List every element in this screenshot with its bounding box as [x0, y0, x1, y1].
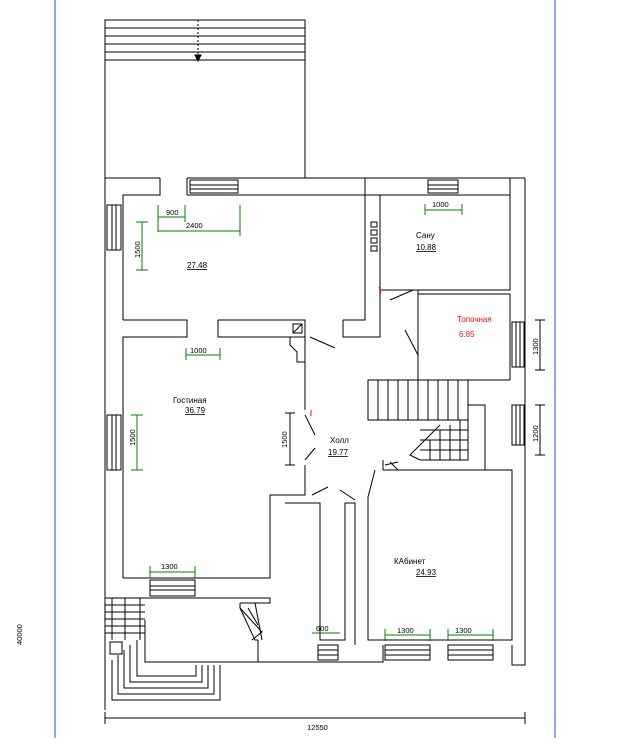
interior-walls [105, 178, 513, 663]
dim-1500-top: 1500 [133, 241, 142, 258]
hall-name: Холл [330, 436, 349, 445]
dim-total-width: 12550 [307, 723, 328, 732]
overall-dimensions [104, 712, 526, 724]
dim-1300-office-b: 1300 [455, 626, 472, 635]
dim-1200-stair: 1200 [531, 425, 540, 442]
interior-stairs [367, 379, 486, 471]
dim-total-height: 40000 [15, 624, 24, 645]
dim-2400: 2400 [186, 221, 203, 230]
red-door-mark [378, 286, 382, 294]
dim-900: 900 [166, 208, 179, 217]
ventilation-ducts [292, 221, 378, 334]
outer-dimensions [285, 319, 545, 466]
living-name: Гостиная [173, 396, 207, 405]
dim-1500-living: 1500 [128, 429, 137, 446]
dim-1300-office-a: 1300 [397, 626, 414, 635]
living-area: 36.79 [185, 406, 206, 415]
office-name: КАбинет [394, 557, 426, 566]
dim-1000-living: 1000 [190, 346, 207, 355]
bath-area: 10.88 [416, 243, 437, 252]
dim-1300-living-bottom: 1300 [161, 562, 178, 571]
exterior-walls [104, 177, 526, 666]
doors [239, 289, 419, 641]
entrance-terrace [104, 19, 306, 178]
boiler-name: Топочная [457, 315, 492, 324]
porch-steps [104, 598, 258, 710]
boiler-area: 6.85 [459, 330, 475, 339]
room-top-area: 27.48 [187, 261, 208, 270]
windows [106, 179, 525, 661]
office-area: 24.93 [416, 568, 437, 577]
dim-600: 600 [316, 624, 329, 633]
room-dimensions [131, 204, 494, 641]
dim-1000-bath: 1000 [432, 200, 449, 209]
bath-name: Сану [416, 231, 435, 240]
hall-area: 19.77 [328, 448, 349, 457]
dim-1500-hall: 1500 [280, 431, 289, 448]
dim-1300-boiler: 1300 [531, 338, 540, 355]
